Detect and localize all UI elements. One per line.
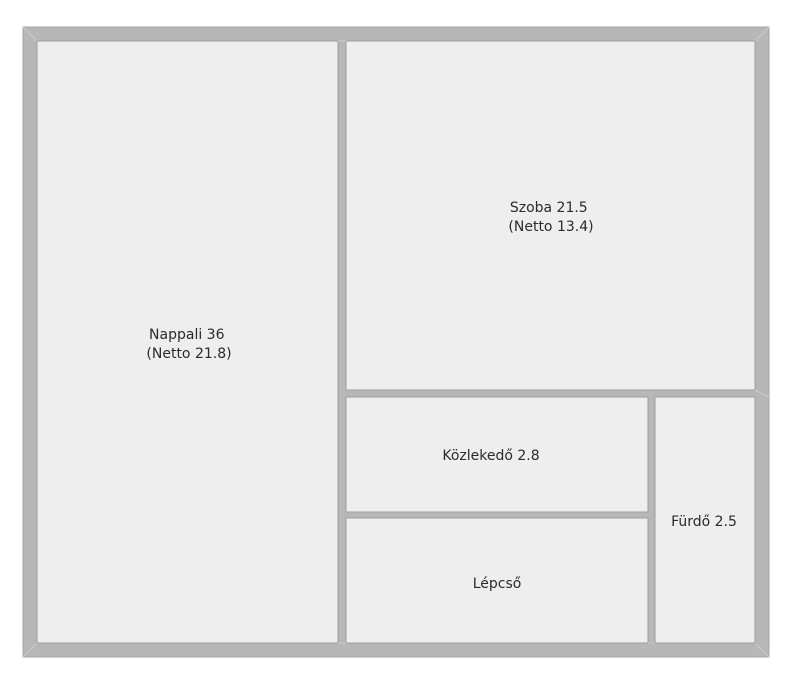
- room-furdo-name: Fürdő 2.5: [671, 514, 737, 530]
- room-furdo: [654, 396, 756, 644]
- room-lepcso-name: Lépcső: [473, 576, 522, 592]
- room-kozlekedo-label: Közlekedő 2.8: [442, 448, 539, 464]
- room-lepcso: [345, 517, 649, 644]
- wall-junction-lines: [338, 40, 770, 644]
- room-szoba-netto: (Netto 13.4): [508, 219, 593, 235]
- room-nappali-name: Nappali 36: [149, 327, 225, 343]
- wall-mitre-lines: [22, 26, 770, 658]
- room-kozlekedo-name: Közlekedő 2.8: [442, 448, 539, 464]
- room-nappali-netto: (Netto 21.8): [146, 346, 231, 362]
- room-kozlekedo: [345, 396, 649, 513]
- room-lepcso-label: Lépcső: [473, 576, 522, 592]
- room-nappali-label: Nappali 36 (Netto 21.8): [146, 327, 231, 362]
- room-nappali: [36, 40, 339, 644]
- room-szoba: [345, 40, 756, 391]
- room-szoba-name: Szoba 21.5: [510, 200, 588, 216]
- room-szoba-label: Szoba 21.5 (Netto 13.4): [508, 200, 593, 235]
- room-furdo-label: Fürdő 2.5: [671, 514, 737, 530]
